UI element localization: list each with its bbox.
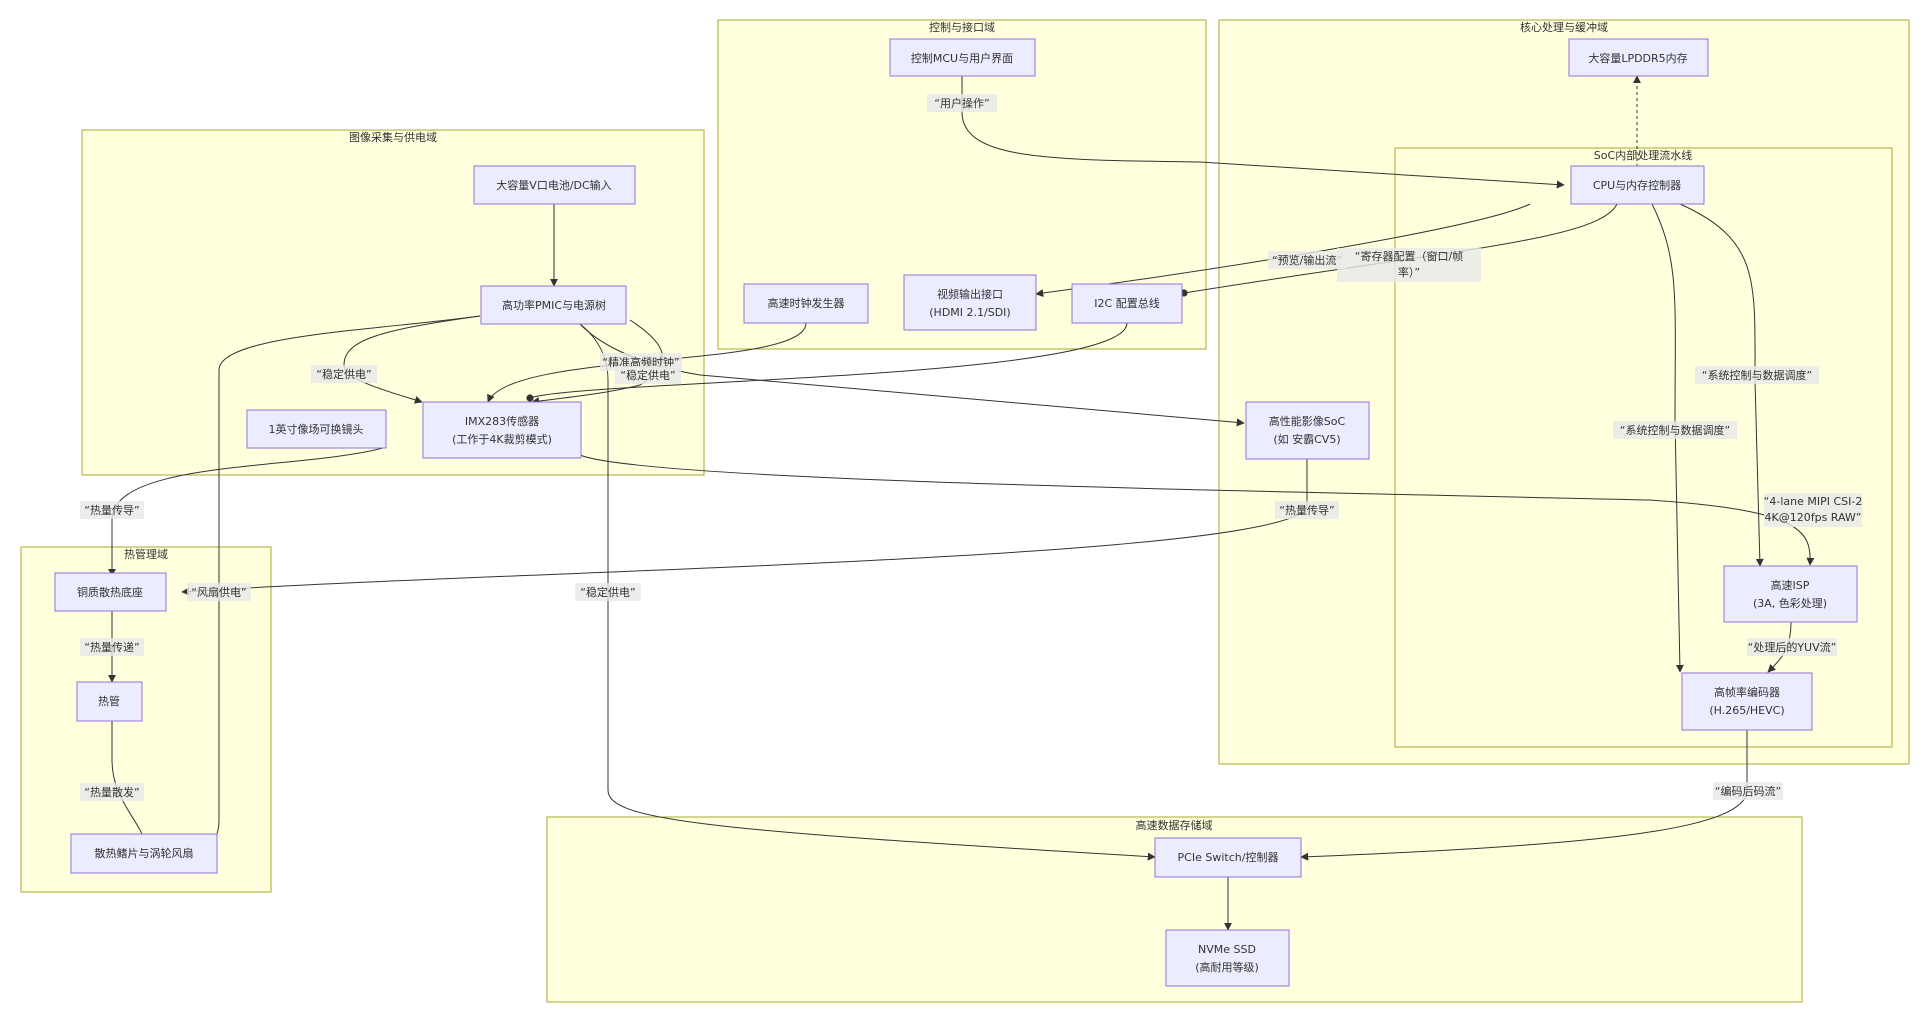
svg-text:(如 安霸CV5): (如 安霸CV5) [1273, 432, 1340, 446]
label-power-2: “稳定供电” [615, 366, 681, 384]
svg-text:(3A, 色彩处理): (3A, 色彩处理) [1753, 596, 1827, 610]
svg-text:“用户操作”: “用户操作” [934, 96, 989, 110]
svg-text:“寄存器配置（窗口/帧: “寄存器配置（窗口/帧 [1355, 249, 1463, 263]
label-yuv: “处理后的YUV流” [1747, 638, 1837, 656]
node-lens[interactable]: 1英寸像场可换镜头 [246, 409, 387, 449]
label-encoded: “编码后码流” [1713, 782, 1783, 800]
svg-text:“风扇供电”: “风扇供电” [191, 585, 246, 599]
label-preview: “预览/输出流” [1268, 251, 1346, 269]
edge-i2c-sensor [526, 322, 1128, 402]
svg-text:高性能影像SoC: 高性能影像SoC [1269, 414, 1346, 428]
node-lpddr[interactable]: 大容量LPDDR5内存 [1568, 38, 1709, 77]
svg-text:高速数据存储域: 高速数据存储域 [1136, 818, 1213, 832]
svg-text:铜质散热底座: 铜质散热底座 [77, 585, 143, 599]
label-heat-dissipate: “热量散发” [80, 783, 144, 801]
edge-soc-copper [181, 459, 1308, 596]
svg-text:“系统控制与数据调度”: “系统控制与数据调度” [1620, 423, 1730, 437]
edge-pmic-sensor [343, 315, 481, 404]
svg-text:“稳定供电”: “稳定供电” [620, 368, 675, 382]
label-power-1: “稳定供电” [311, 365, 377, 383]
svg-text:“稳定供电”: “稳定供电” [580, 585, 635, 599]
label-sys-ctrl-2: “系统控制与数据调度” [1613, 421, 1737, 439]
edge-cpu-isp1 [1679, 203, 1764, 567]
node-i2c[interactable]: I2C 配置总线 [1071, 283, 1183, 324]
edge-cpu-i2c [1180, 203, 1618, 297]
node-mcu[interactable]: 控制MCU与用户界面 [889, 38, 1036, 77]
edge-pmic-sensor-right [531, 319, 663, 405]
label-heat-conduct-1: “热量传导” [80, 501, 144, 519]
cluster-soc-pipeline: SoC内部处理流水线 [1394, 147, 1893, 748]
node-nvme[interactable]: NVMe SSD (高耐用等级) [1165, 929, 1290, 987]
label-sys-ctrl-1: “系统控制与数据调度” [1695, 366, 1819, 384]
svg-text:4K@120fps RAW”: 4K@120fps RAW” [1765, 511, 1862, 524]
edge-cpu-encoder [1651, 203, 1684, 673]
svg-text:IMX283传感器: IMX283传感器 [465, 415, 539, 428]
label-mipi: “4-lane MIPI CSI-2 4K@120fps RAW” [1764, 493, 1863, 527]
svg-text:大容量V口电池/DC输入: 大容量V口电池/DC输入 [496, 178, 611, 192]
svg-text:“预览/输出流”: “预览/输出流” [1272, 253, 1342, 267]
label-heat-conduct-2: “热量传导” [1275, 501, 1339, 519]
label-power-3: “稳定供电” [575, 583, 641, 601]
edge-cpu-videoout [1035, 203, 1531, 298]
svg-text:控制与接口域: 控制与接口域 [929, 20, 995, 34]
node-heatpipe[interactable]: 热管 [76, 681, 143, 722]
node-encoder[interactable]: 高帧率编码器 (H.265/HEVC) [1681, 672, 1813, 731]
svg-text:高速ISP: 高速ISP [1771, 578, 1810, 592]
edge-mcu-cpu [961, 76, 1565, 189]
svg-text:高功率PMIC与电源树: 高功率PMIC与电源树 [502, 298, 606, 312]
label-user-op: “用户操作” [927, 94, 997, 112]
node-copper[interactable]: 铜质散热底座 [54, 572, 167, 612]
svg-text:“热量散发”: “热量散发” [84, 785, 139, 799]
svg-text:核心处理与缓冲域: 核心处理与缓冲域 [1520, 20, 1608, 34]
svg-text:“处理后的YUV流”: “处理后的YUV流” [1748, 640, 1837, 654]
svg-text:(H.265/HEVC): (H.265/HEVC) [1709, 704, 1784, 717]
svg-text:“系统控制与数据调度”: “系统控制与数据调度” [1702, 368, 1812, 382]
node-clock[interactable]: 高速时钟发生器 [743, 283, 869, 324]
node-isp[interactable]: 高速ISP (3A, 色彩处理) [1723, 565, 1858, 623]
svg-text:视频输出接口: 视频输出接口 [937, 287, 1003, 301]
svg-text:控制MCU与用户界面: 控制MCU与用户界面 [911, 51, 1013, 65]
node-sensor[interactable]: IMX283传感器 (工作于4K裁剪模式) [422, 401, 582, 459]
svg-text:“编码后码流”: “编码后码流” [1715, 784, 1781, 798]
svg-text:NVMe SSD: NVMe SSD [1198, 943, 1256, 956]
svg-text:(工作于4K裁剪模式): (工作于4K裁剪模式) [452, 432, 552, 446]
svg-text:1英寸像场可换镜头: 1英寸像场可换镜头 [269, 422, 364, 436]
label-heat-transfer: “热量传递” [80, 638, 144, 656]
svg-text:热管理域: 热管理域 [124, 547, 168, 561]
svg-text:“热量传递”: “热量传递” [84, 640, 139, 654]
label-reg-config: “寄存器配置（窗口/帧 率）” [1337, 248, 1481, 282]
node-cpu[interactable]: CPU与内存控制器 [1570, 165, 1705, 205]
svg-text:“热量传导”: “热量传导” [1279, 504, 1334, 517]
node-pcie[interactable]: PCIe Switch/控制器 [1154, 837, 1302, 878]
svg-text:(高耐用等级): (高耐用等级) [1195, 960, 1259, 974]
svg-text:(HDMI 2.1/SDI): (HDMI 2.1/SDI) [929, 306, 1010, 319]
svg-text:CPU与内存控制器: CPU与内存控制器 [1593, 178, 1681, 192]
svg-text:SoC内部处理流水线: SoC内部处理流水线 [1594, 148, 1692, 162]
svg-text:热管: 热管 [98, 694, 120, 708]
node-battery[interactable]: 大容量V口电池/DC输入 [473, 165, 636, 205]
svg-text:“4-lane MIPI CSI-2: “4-lane MIPI CSI-2 [1764, 495, 1863, 508]
svg-text:高速时钟发生器: 高速时钟发生器 [768, 296, 845, 310]
svg-text:“稳定供电”: “稳定供电” [316, 367, 371, 381]
svg-text:“热量传导”: “热量传导” [84, 504, 139, 517]
edge-encoder-pcie [1300, 730, 1748, 861]
svg-text:散热鳍片与涡轮风扇: 散热鳍片与涡轮风扇 [95, 846, 194, 860]
svg-text:“精准高频时钟”: “精准高频时钟” [602, 355, 679, 369]
node-soc[interactable]: 高性能影像SoC (如 安霸CV5) [1245, 401, 1370, 460]
label-fan-power: “风扇供电” [187, 583, 251, 601]
svg-text:I2C 配置总线: I2C 配置总线 [1094, 296, 1159, 310]
svg-text:图像采集与供电域: 图像采集与供电域 [349, 130, 437, 144]
svg-text:高帧率编码器: 高帧率编码器 [1714, 685, 1780, 699]
node-fins[interactable]: 散热鳍片与涡轮风扇 [70, 833, 218, 874]
svg-text:大容量LPDDR5内存: 大容量LPDDR5内存 [1588, 51, 1687, 65]
svg-text:PCIe Switch/控制器: PCIe Switch/控制器 [1178, 850, 1279, 864]
node-video-out[interactable]: 视频输出接口 (HDMI 2.1/SDI) [903, 274, 1037, 331]
svg-text:率）”: 率）” [1398, 265, 1420, 279]
node-pmic[interactable]: 高功率PMIC与电源树 [480, 285, 627, 325]
